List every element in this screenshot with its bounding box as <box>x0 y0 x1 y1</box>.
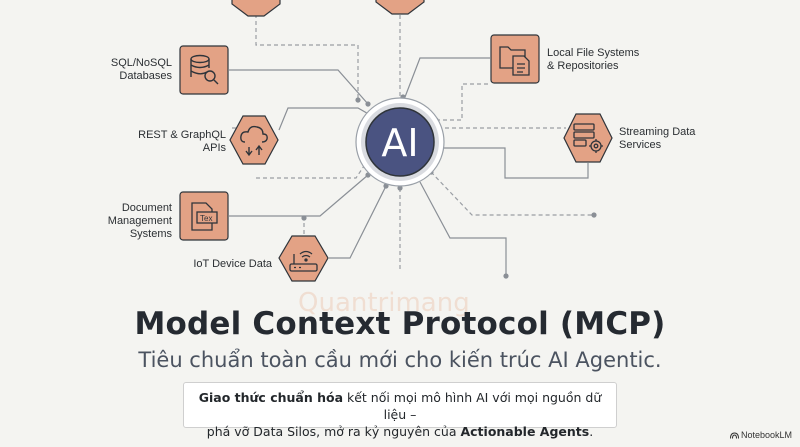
server-gear-icon <box>573 123 603 153</box>
label-iot: IoT Device Data <box>193 258 272 270</box>
watermark: Quantrimang <box>298 288 470 318</box>
callout-line-2: phá vỡ Data Silos, mở ra kỷ nguyên của A… <box>206 424 594 439</box>
page-title: Model Context Protocol (MCP) <box>134 306 666 342</box>
node-top-left-partial <box>231 0 281 17</box>
callout-box: Giao thức chuẩn hóa kết nối mọi mô hình … <box>183 382 617 439</box>
database-search-icon <box>190 54 219 85</box>
ai-hub-label: AI <box>381 121 418 165</box>
connector-rest <box>278 107 373 131</box>
folder-files-icon <box>499 46 530 76</box>
connector-down <box>419 181 507 276</box>
node-rest-graphql <box>229 115 279 165</box>
dash-left-top <box>255 0 359 100</box>
node-iot-device-data <box>278 235 329 282</box>
connector-doc <box>229 174 369 217</box>
dash-right-low <box>430 171 594 216</box>
tex-document-icon: Tex <box>191 202 218 231</box>
label-local: Local File Systems& Repositories <box>547 47 640 72</box>
node-document-management: Tex <box>179 191 229 241</box>
dash-rest <box>256 159 369 179</box>
callout-line-1: Giao thức chuẩn hóa kết nối mọi mô hình … <box>198 390 602 422</box>
cloud-sync-icon <box>240 125 268 157</box>
svg-text:Tex: Tex <box>200 214 212 223</box>
router-icon <box>289 250 318 272</box>
brand-notebooklm: NotebookLM <box>729 430 792 440</box>
node-streaming-data <box>563 113 613 163</box>
connector-iot <box>329 185 387 259</box>
connector-local <box>404 57 490 98</box>
dash-right-local <box>436 83 490 121</box>
notebooklm-logo-icon <box>729 432 739 439</box>
node-local-file-systems <box>490 34 540 84</box>
node-sql-databases <box>179 45 229 95</box>
ai-hub: AI <box>355 97 445 187</box>
page-subtitle: Tiêu chuẩn toàn cầu mới cho kiến trúc AI… <box>138 348 662 372</box>
node-top-right-partial <box>375 0 425 15</box>
connector-sql <box>229 69 369 105</box>
connector-dots <box>301 94 597 279</box>
connector-stream <box>436 147 589 179</box>
